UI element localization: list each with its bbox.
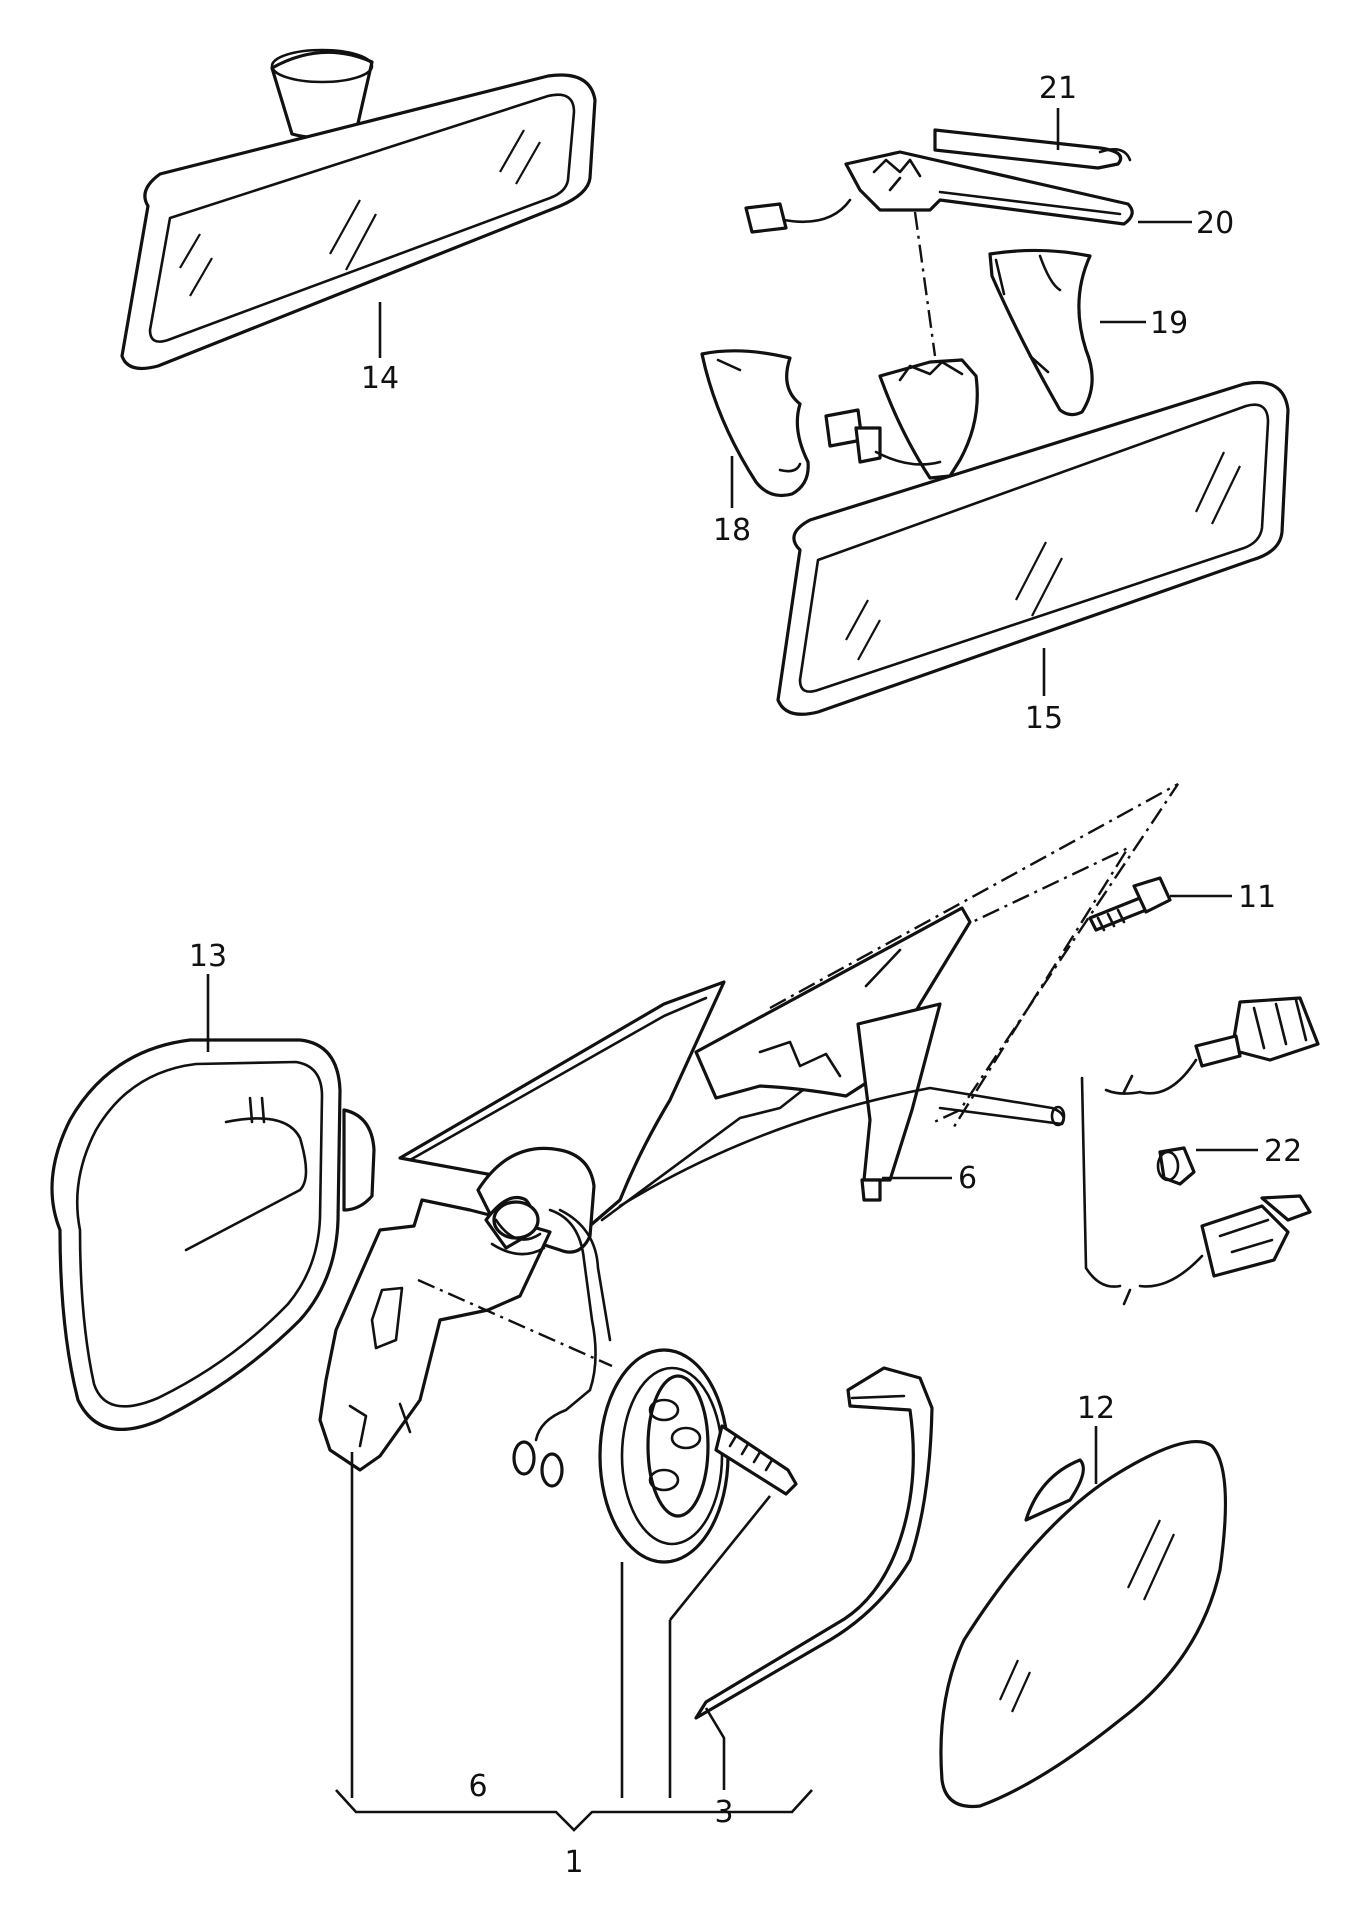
part-13-mirror-housing: 13 (50, 939, 376, 1431)
part-18-left-cover: 18 (700, 349, 810, 548)
part-12-mirror-glass: 12 (939, 1391, 1228, 1809)
label-11: 11 (1238, 880, 1276, 915)
door-outline-dashdot (769, 782, 1179, 1126)
part-15-interior-mirror: 15 (776, 380, 1290, 736)
label-1: 1 (564, 1845, 583, 1880)
label-21: 21 (1039, 71, 1077, 106)
label-6-upper: 6 (958, 1161, 977, 1196)
part-19-right-cover: 19 (988, 248, 1188, 417)
part-3-seal-strip: 3 (694, 1366, 934, 1830)
part-6-mirror-base: 6 (398, 906, 977, 1254)
mirror-adjuster-frame (318, 1195, 613, 1488)
label-15: 15 (1025, 701, 1063, 736)
mirror-adjuster-motor (598, 1348, 798, 1564)
mirror-mounting-bracket (824, 358, 979, 480)
label-19: 19 (1150, 306, 1188, 341)
label-6-lower: 6 (468, 1769, 487, 1804)
part-20-holder: 20 (744, 150, 1234, 241)
label-12: 12 (1077, 1391, 1115, 1426)
wiring-harness: 22 (618, 996, 1320, 1306)
dash-line-20-to-bracket (913, 211, 937, 357)
label-20: 20 (1196, 206, 1234, 241)
part-21-cover-strip: 21 (933, 71, 1132, 170)
part-11-bolt: 11 (1088, 876, 1276, 932)
label-18: 18 (713, 513, 751, 548)
group-bracket-1: 6 1 (335, 1452, 813, 1880)
label-13: 13 (189, 939, 227, 974)
label-14: 14 (361, 361, 399, 396)
label-22: 22 (1264, 1134, 1302, 1169)
part-14-interior-mirror: 14 (120, 48, 597, 396)
